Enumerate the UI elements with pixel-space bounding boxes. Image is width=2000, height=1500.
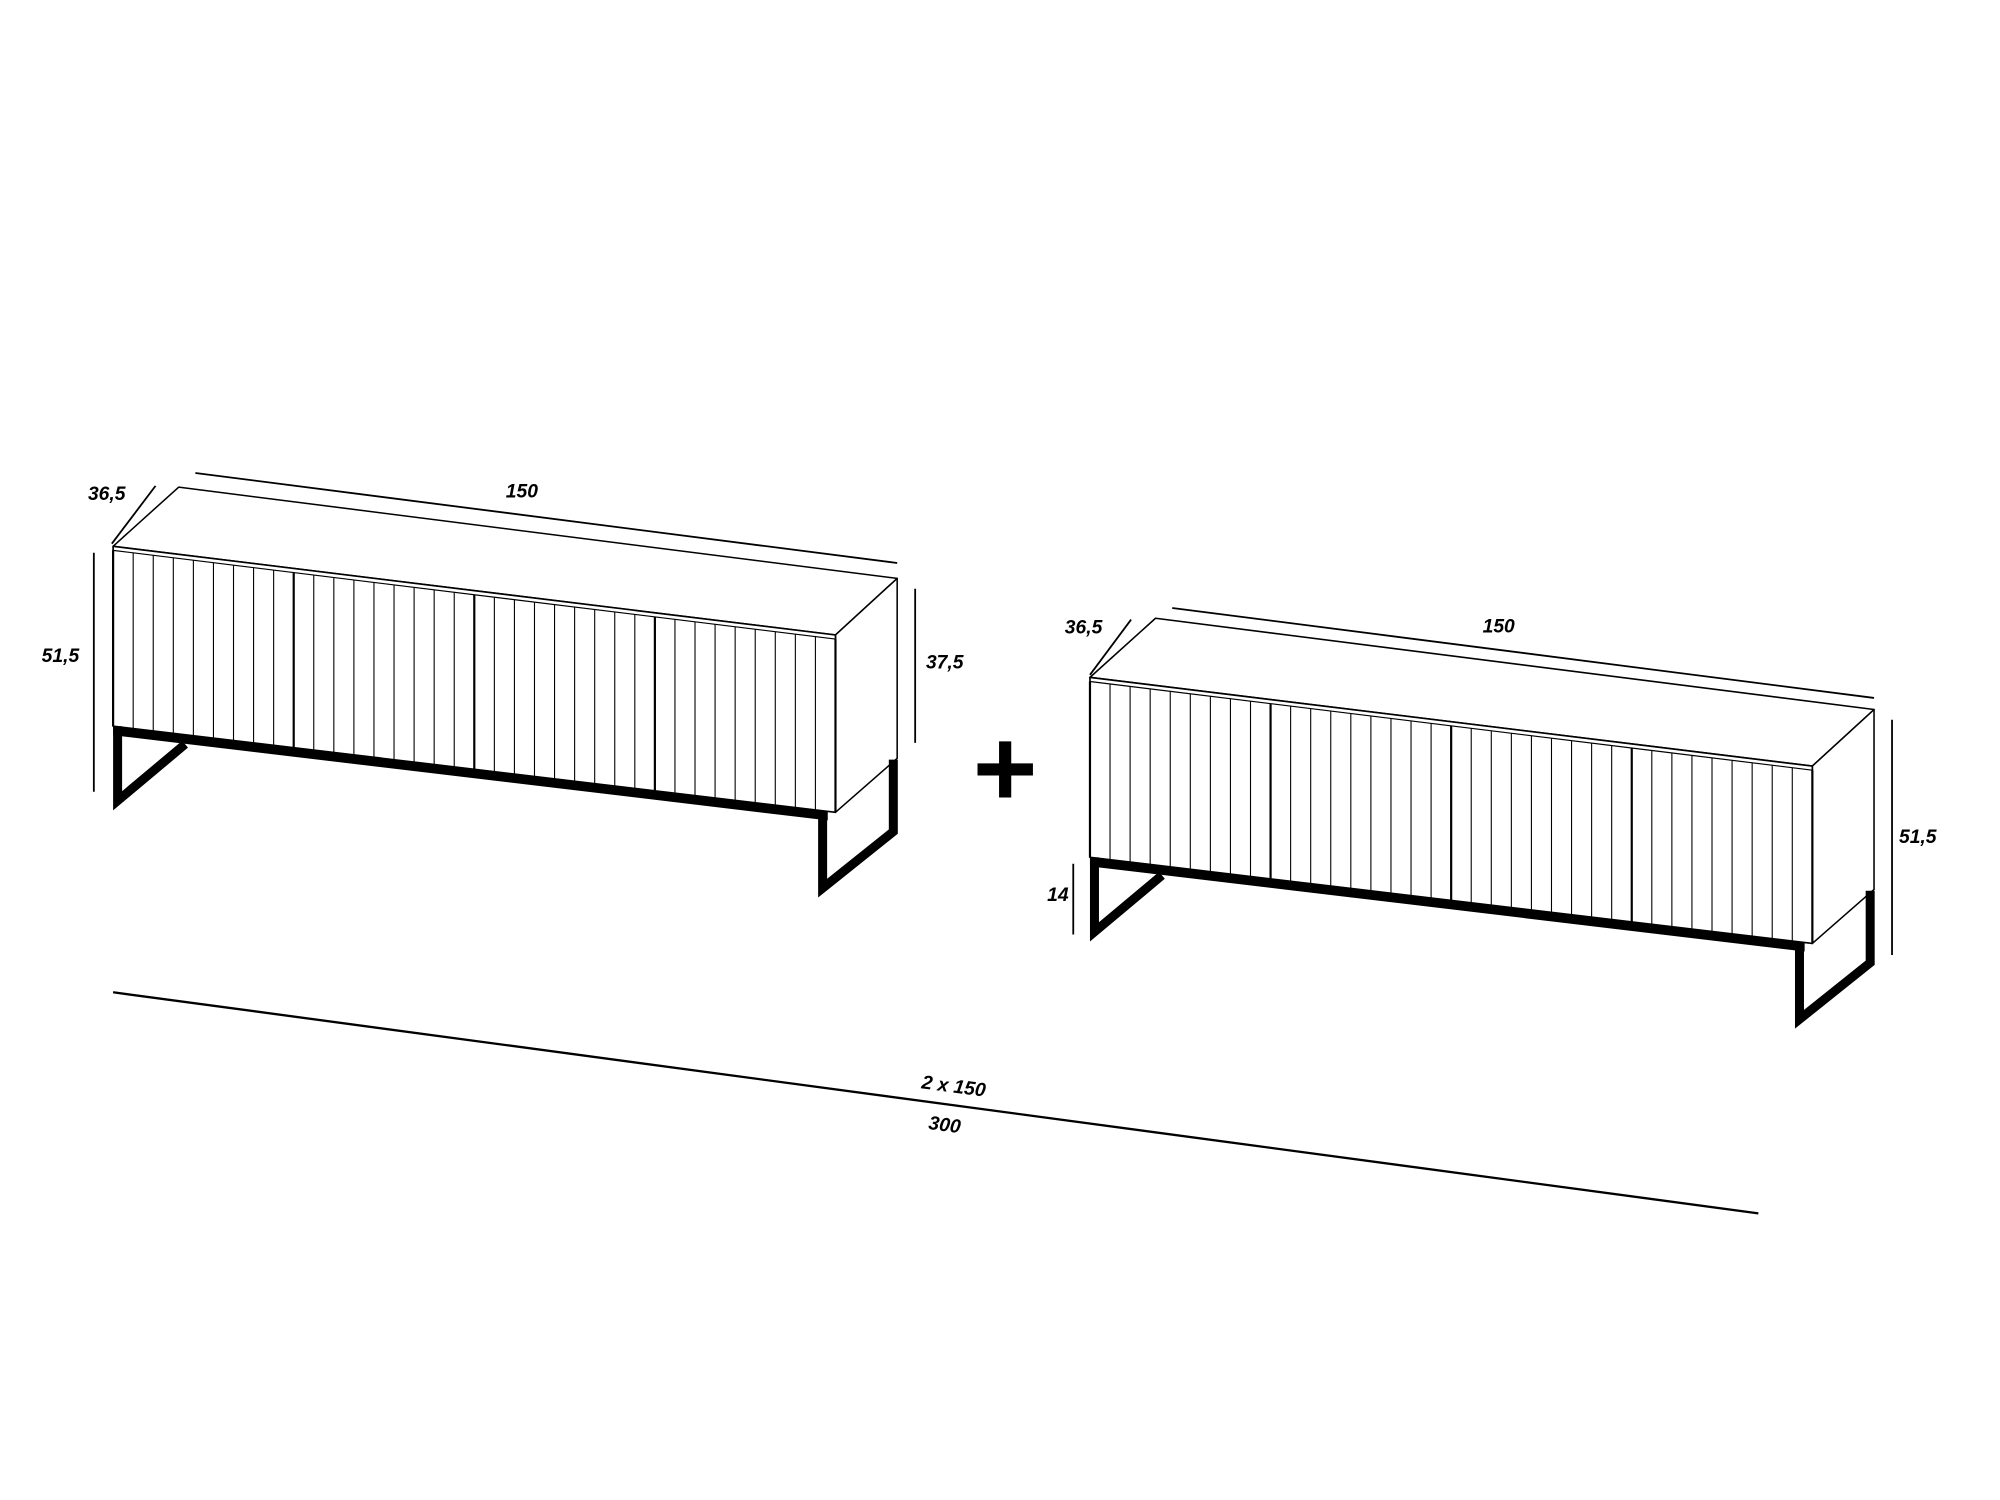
- right-sled-leg: [1794, 890, 1875, 1029]
- width-label: 150: [1483, 616, 1515, 637]
- leg-height-label: 14: [1047, 885, 1069, 906]
- cabinet-geometry: [1088, 617, 1875, 1029]
- dimension-annotations: 36,5 150 51,5 37,5: [42, 472, 964, 792]
- overall-width-annotation: 2 x 150 300: [112, 991, 1759, 1215]
- right-sled-leg: [818, 759, 898, 898]
- sideboard-unit-right: 36,5 150 14 51,5: [1047, 607, 1937, 1029]
- sideboard-unit-left: 36,5 150 51,5 37,5: [42, 472, 964, 898]
- base-frame-rail: [113, 726, 828, 821]
- left-sled-leg: [113, 726, 188, 811]
- overall-width-dimension-line: [112, 991, 1759, 1215]
- dimension-annotations: 36,5 150 14 51,5: [1047, 607, 1937, 956]
- body-height-label: 37,5: [926, 652, 964, 673]
- depth-dimension-line: [111, 485, 157, 545]
- cabinet-geometry: [112, 486, 898, 898]
- width-label: 150: [506, 481, 538, 502]
- depth-dimension-line: [1089, 619, 1132, 676]
- width-dimension-line: [195, 472, 898, 564]
- overall-total-label: 300: [927, 1113, 962, 1138]
- base-frame-rail: [1089, 857, 1805, 952]
- width-dimension-line: [1172, 607, 1875, 699]
- total-height-label: 51,5: [1899, 827, 1937, 848]
- left-sled-leg: [1089, 857, 1165, 942]
- total-height-label: 51,5: [42, 646, 80, 667]
- depth-label: 36,5: [88, 484, 126, 505]
- depth-label: 36,5: [1065, 618, 1103, 639]
- plus-join-symbol: +: [973, 707, 1038, 830]
